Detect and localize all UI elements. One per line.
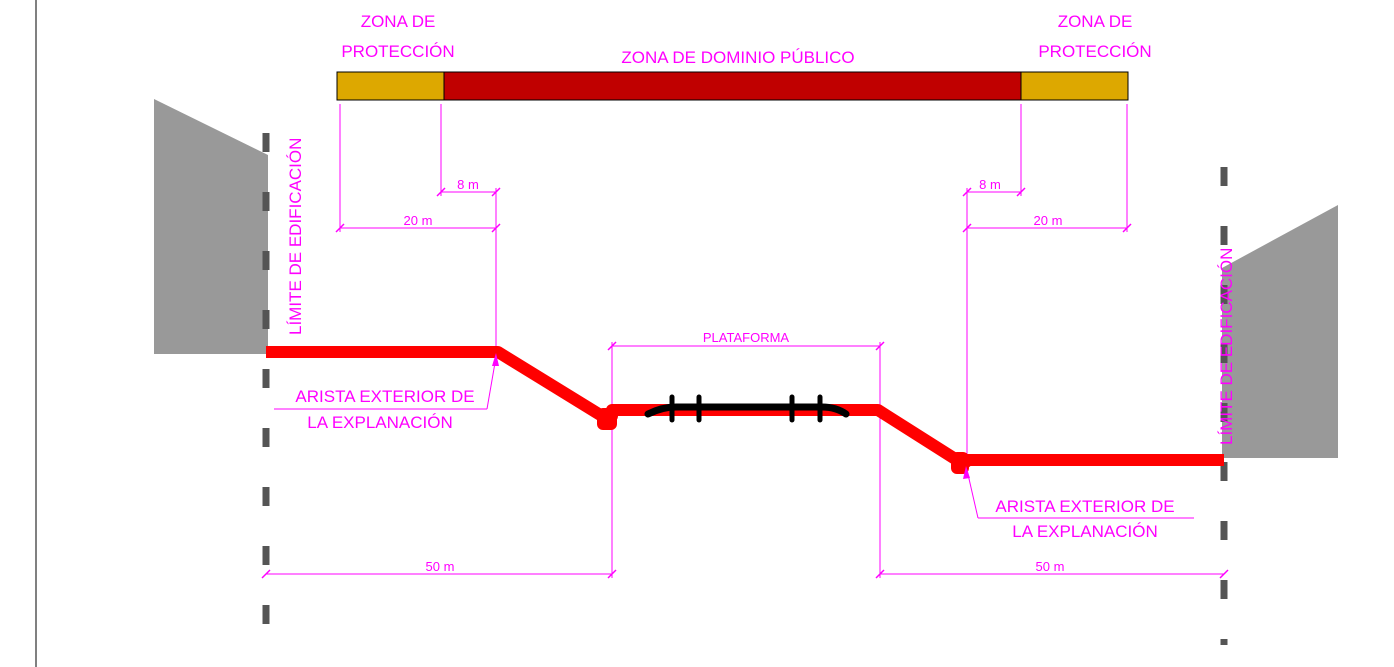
dimension-8m-left	[436, 187, 501, 197]
zona-dominio-publico-label: ZONA DE DOMINIO PÚBLICO	[621, 48, 854, 67]
zona-proteccion-left-label-1: ZONA DE	[361, 12, 436, 31]
limite-edificacion-right-label: LÍMITE DE EDIFICACIÓN	[1217, 248, 1236, 445]
zona-proteccion-right-label-1: ZONA DE	[1058, 12, 1133, 31]
dimension-plataforma	[607, 341, 885, 351]
zona-proteccion-right-label-2: PROTECCIÓN	[1038, 42, 1151, 61]
dimension-50m-right	[875, 569, 1229, 579]
dimension-20m-right	[962, 223, 1132, 233]
arista-left-label-1: ARISTA EXTERIOR DE	[295, 387, 474, 406]
dimension-8m-left-label: 8 m	[457, 177, 479, 192]
ditch-left	[597, 408, 617, 430]
arista-right-leader	[963, 466, 1194, 519]
dimension-8m-right-label: 8 m	[979, 177, 1001, 192]
extension-lines	[339, 104, 1128, 578]
zona-dominio-publico-bar	[443, 71, 1022, 101]
dimension-20m-left-label: 20 m	[404, 213, 433, 228]
arista-right-label-1: ARISTA EXTERIOR DE	[995, 497, 1174, 516]
dimension-50m-right-label: 50 m	[1036, 559, 1065, 574]
ditch-right	[951, 452, 969, 474]
dimension-50m-left	[261, 569, 617, 579]
dimension-20m-right-label: 20 m	[1034, 213, 1063, 228]
dimension-20m-left	[335, 223, 501, 233]
zona-proteccion-left-label-2: PROTECCIÓN	[341, 42, 454, 61]
building-right	[1222, 205, 1338, 458]
zona-proteccion-left-bar	[336, 71, 445, 101]
limite-edificacion-left-label: LÍMITE DE EDIFICACIÓN	[286, 138, 305, 335]
arista-left-label-2: LA EXPLANACIÓN	[307, 413, 453, 432]
zona-proteccion-right-bar	[1020, 71, 1129, 101]
building-left	[154, 99, 268, 354]
plataforma-label: PLATAFORMA	[703, 330, 790, 345]
arista-left-leader	[274, 353, 499, 410]
arista-right-label-2: LA EXPLANACIÓN	[1012, 522, 1158, 541]
railway-track	[644, 394, 850, 423]
dimension-50m-left-label: 50 m	[426, 559, 455, 574]
dimension-8m-right	[962, 187, 1026, 197]
